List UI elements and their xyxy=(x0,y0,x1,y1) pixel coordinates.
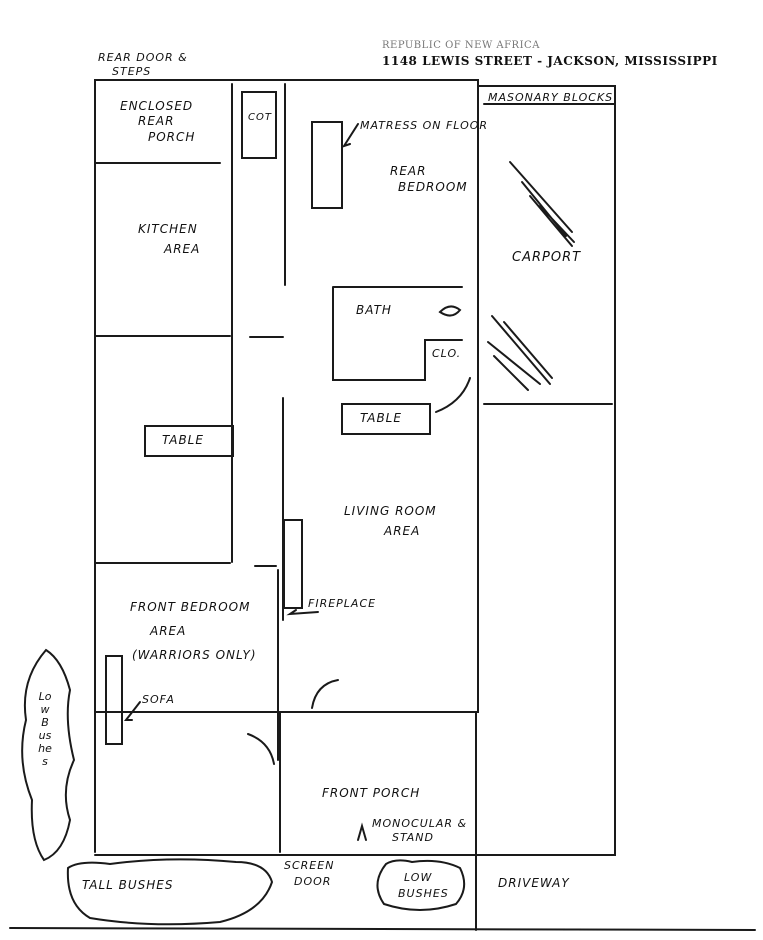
monocular-label-2: Stand xyxy=(392,831,434,844)
living-room-label-2: Area xyxy=(384,524,421,538)
monocular-label-1: Monocular & xyxy=(372,817,468,830)
bath-tub-icon xyxy=(438,305,462,317)
sofa-arrow xyxy=(123,701,141,721)
carport-hatch-2 xyxy=(487,315,553,391)
sofa-label: Sofa xyxy=(142,693,175,706)
low-bushes-outline xyxy=(376,859,466,911)
front-bedroom-label-3: (Warriors Only) xyxy=(132,648,257,662)
rear-door-label-2: Steps xyxy=(112,65,152,78)
cot-label: Cot xyxy=(248,112,272,123)
side-low-bushes-label: Low Bushes xyxy=(38,690,52,768)
lot-right-line xyxy=(94,85,616,856)
fireplace-arrow xyxy=(286,609,319,616)
carport-hatch xyxy=(509,161,575,247)
house-outer-wall xyxy=(94,79,479,713)
bath-walls xyxy=(332,286,463,381)
bottom-line xyxy=(9,927,756,931)
closet-label: Clo. xyxy=(432,347,462,360)
matress xyxy=(311,121,343,209)
header-line-1: REPUBLIC OF NEW AFRICA xyxy=(382,40,540,51)
matress-label: Matress on Floor xyxy=(360,119,489,132)
front-bedroom-label-2: Area xyxy=(150,624,187,638)
living-room-label-1: Living Room xyxy=(344,504,437,518)
tall-bushes-outline xyxy=(66,858,274,926)
carport-label: Carport xyxy=(512,250,582,265)
fireplace xyxy=(283,519,303,609)
screen-door-label-2: Door xyxy=(294,875,332,888)
front-porch-label: Front Porch xyxy=(322,786,421,800)
cot xyxy=(241,91,277,159)
enclosed-porch-label-2: Rear xyxy=(138,114,175,128)
screen-door-label-1: Screen xyxy=(284,859,335,872)
tall-bushes-label: Tall Bushes xyxy=(82,878,174,892)
table-left-label: Table xyxy=(162,433,204,447)
door-swing-living xyxy=(311,679,339,709)
low-bushes-label-2: Bushes xyxy=(398,887,449,900)
low-bushes-label-1: Low xyxy=(404,871,433,884)
driveway-label: Driveway xyxy=(498,876,570,890)
table-right xyxy=(341,403,431,435)
enclosed-porch-label-1: Enclosed xyxy=(120,99,194,113)
side-bushes-outline xyxy=(21,648,76,862)
kitchen-label-2: Area xyxy=(164,242,201,256)
rear-bedroom-label-2: Bedroom xyxy=(398,180,468,194)
table-right-label: Table xyxy=(360,411,402,425)
front-bedroom-label-1: Front Bedroom xyxy=(130,600,251,614)
table-left xyxy=(144,425,234,457)
kitchen-label-1: Kitchen xyxy=(138,222,198,236)
sofa xyxy=(105,655,123,745)
monocular-arrow xyxy=(357,822,367,841)
door-swing-closet xyxy=(435,377,471,413)
door-swing-bedroom xyxy=(247,733,275,765)
matress-arrow xyxy=(341,123,359,148)
rear-bedroom-label-1: Rear xyxy=(390,164,427,178)
rear-door-label: Rear Door & xyxy=(98,51,188,64)
header-address: 1148 LEWIS STREET - JACKSON, MISSISSIPPI xyxy=(382,54,718,68)
enclosed-porch-label-3: Porch xyxy=(148,130,196,144)
bath-label: Bath xyxy=(356,303,392,317)
fireplace-label: Fireplace xyxy=(308,597,377,610)
masonary-label: Masonary Blocks xyxy=(488,91,614,104)
